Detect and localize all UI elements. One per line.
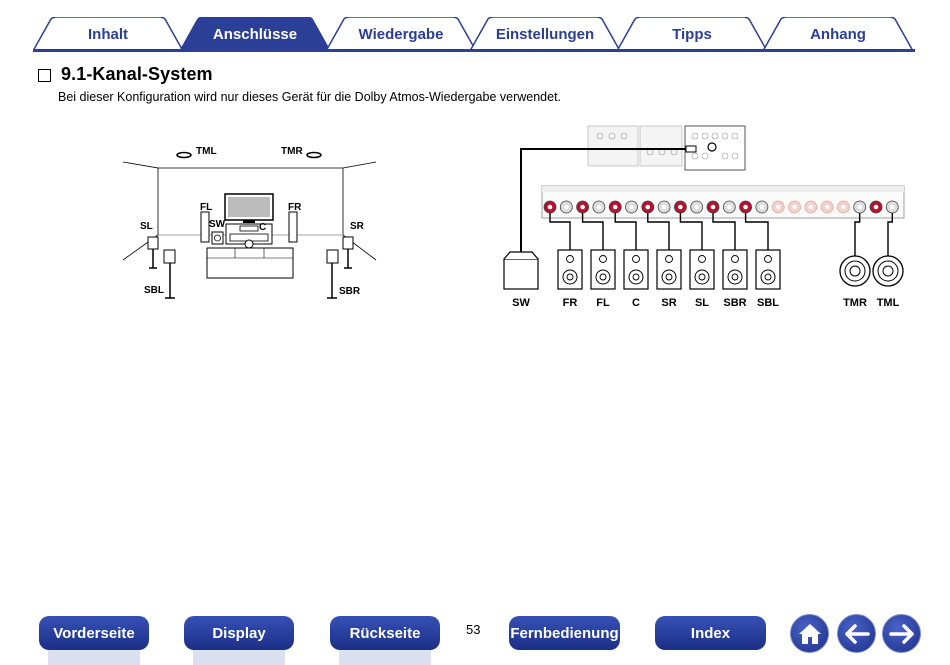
nav-shadow [48,650,140,665]
speaker-label: TMR [843,297,867,309]
label-sr: SR [350,221,365,232]
tab-shape [326,17,476,51]
center-speaker-icon [239,225,259,232]
surround-back-left-speaker-icon [163,249,176,264]
section-title: 9.1-Kanal-System [61,64,213,84]
tab-label: Tipps [672,25,712,43]
speaker-label: SBR [723,297,746,309]
label-sbr: SBR [339,286,361,297]
label-sbl: SBL [144,285,164,296]
speaker-label: TML [877,297,900,309]
tab-shape [470,17,620,51]
tab-shape [617,17,767,51]
nav-button-fernbedienung[interactable]: Fernbedienung [509,616,620,650]
tab-underline [33,49,915,52]
tab-shape [33,17,183,51]
speaker-label: SL [695,297,709,309]
tab-label: Wiedergabe [358,25,444,43]
ceiling-speaker-icon [872,255,904,287]
nav-button-display[interactable]: Display [184,616,294,650]
back-button[interactable] [837,614,876,653]
nav-shadow [339,650,431,665]
arrow-left-icon [844,623,870,644]
subwoofer-icon [211,231,224,245]
front-right-speaker-icon [288,211,298,243]
surround-right-speaker-icon [342,236,354,250]
tab-tipps[interactable]: Tipps [617,17,767,51]
speaker-box-icon [755,249,781,290]
speaker-label: FR [563,297,578,309]
listener-icon [244,239,254,249]
nav-shadow [193,650,285,665]
tab-anschluesse[interactable]: Anschlüsse [180,17,330,51]
room-layout-diagram: TML TMR FL FR SW C SL SR SBL SBR [122,146,377,299]
tab-shape [180,17,330,51]
surround-back-right-speaker-icon [326,249,339,264]
label-c: C [259,222,266,233]
label-tmr: TMR [281,146,303,157]
wiring-diagram: SW FR FL C SR SL SBR SBL TMR TML [503,125,905,309]
tab-shape [763,17,913,51]
forward-button[interactable] [882,614,921,653]
nav-button-rueckseite[interactable]: Rückseite [330,616,440,650]
label-sw: SW [209,219,226,230]
nav-button-index[interactable]: Index [655,616,766,650]
speaker-label: C [632,297,640,309]
tab-label: Einstellungen [495,25,595,43]
tab-label: Anschlüsse [212,25,298,43]
home-icon [798,623,821,644]
label-sl: SL [140,221,153,232]
speaker-label: SW [512,297,530,309]
subwoofer-icon [503,258,539,290]
sofa-icon [206,247,294,279]
label-fl: FL [200,202,212,213]
tab-einstellungen[interactable]: Einstellungen [470,17,620,51]
tab-wiedergabe[interactable]: Wiedergabe [326,17,476,51]
label-fr: FR [288,202,302,213]
nav-button-vorderseite[interactable]: Vorderseite [39,616,149,650]
page-number: 53 [466,622,481,637]
speaker-box-icon [590,249,616,290]
subwoofer-preout-jack [707,142,717,152]
tab-label: Inhalt [88,25,128,43]
arrow-right-icon [888,623,914,644]
checkbox-icon [38,69,51,82]
top-tab-bar: Inhalt Anschlüsse Wiedergabe Einstellung… [0,0,950,56]
speaker-label: SR [661,297,676,309]
home-button[interactable] [790,614,829,653]
section-heading: 9.1-Kanal-System [38,64,213,85]
speaker-label: SBL [757,297,779,309]
tab-label: Anhang [810,25,866,43]
section-description: Bei dieser Konfiguration wird nur dieses… [58,90,562,104]
front-left-speaker-icon [200,211,210,243]
tab-inhalt[interactable]: Inhalt [33,17,183,51]
ceiling-speaker-icon [176,151,192,159]
surround-left-speaker-icon [147,236,159,250]
label-tml: TML [196,146,217,157]
ceiling-speaker-icon [306,151,322,159]
ceiling-speaker-icon [839,255,871,287]
speaker-label: FL [596,297,610,309]
tab-anhang[interactable]: Anhang [763,17,913,51]
